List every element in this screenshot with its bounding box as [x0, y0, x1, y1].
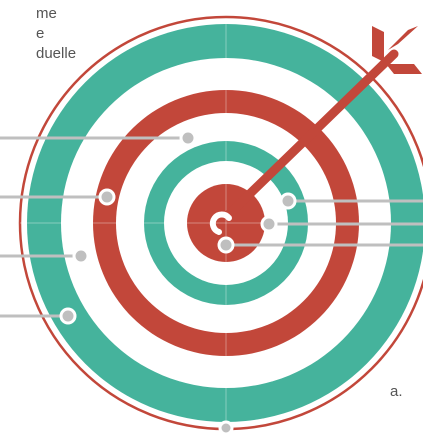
callout-dot-1 — [179, 129, 197, 147]
arrow-fletch-mid — [388, 26, 418, 50]
callouts-right — [226, 199, 423, 247]
arrow-fletch-top — [372, 26, 384, 62]
callout-dot-7 — [217, 236, 235, 254]
callout-dot-3 — [72, 247, 90, 265]
callouts-left — [0, 136, 186, 318]
callout-dot-6 — [260, 215, 278, 233]
callout-dot-bottom — [218, 420, 234, 436]
text-fragment-top-2: e — [36, 25, 45, 42]
arrow-fletch-right — [386, 64, 422, 74]
text-fragment-top-1: me — [36, 5, 57, 22]
callout-dot-5 — [279, 192, 297, 210]
text-fragment-top-3: duelle — [36, 45, 77, 62]
arrow-icon — [209, 26, 422, 235]
arrow-shaft — [223, 49, 399, 220]
text-fragment-bottom-right: a. — [390, 383, 403, 400]
callout-dot-4 — [59, 307, 77, 325]
arrow-tip — [209, 211, 232, 235]
callout-dots — [59, 129, 297, 436]
callout-dot-2 — [98, 188, 116, 206]
